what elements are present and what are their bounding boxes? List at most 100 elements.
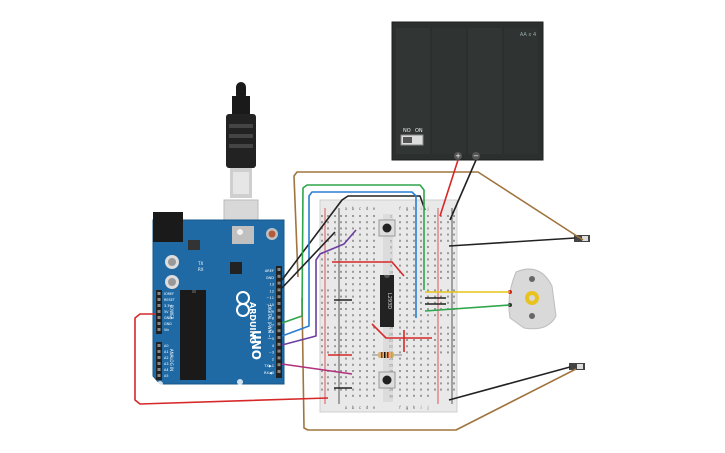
- rail-hole[interactable]: [453, 345, 455, 348]
- rail-hole[interactable]: [321, 345, 323, 348]
- rail-hole[interactable]: [327, 376, 329, 379]
- breadboard-hole[interactable]: [399, 295, 401, 298]
- digital-pin[interactable]: [277, 356, 281, 360]
- wire-black-switch-top[interactable]: [448, 237, 576, 247]
- breadboard-hole[interactable]: [359, 326, 361, 329]
- breadboard-hole[interactable]: [427, 221, 429, 224]
- breadboard-hole[interactable]: [366, 308, 368, 310]
- breadboard-hole[interactable]: [420, 246, 422, 248]
- digital-pin[interactable]: [277, 268, 281, 271]
- breadboard-hole[interactable]: [366, 289, 368, 292]
- battery-plus-terminal[interactable]: [454, 152, 462, 160]
- rail-hole[interactable]: [447, 388, 449, 391]
- breadboard-hole[interactable]: [420, 295, 422, 298]
- wire-red-jumper-mid[interactable]: [371, 323, 432, 339]
- breadboard-hole[interactable]: [345, 388, 347, 391]
- rail-hole[interactable]: [453, 277, 455, 279]
- rail-hole[interactable]: [334, 351, 336, 354]
- rail-hole[interactable]: [453, 221, 455, 224]
- breadboard-hole[interactable]: [373, 246, 375, 248]
- rail-hole[interactable]: [447, 233, 449, 236]
- power-pin[interactable]: [157, 316, 161, 319]
- breadboard-hole[interactable]: [373, 339, 375, 341]
- breadboard-hole[interactable]: [373, 258, 375, 261]
- digital-pin[interactable]: [277, 329, 281, 333]
- rail-hole[interactable]: [321, 339, 323, 341]
- breadboard-hole[interactable]: [345, 345, 347, 348]
- rail-hole[interactable]: [434, 270, 436, 273]
- digital-pin[interactable]: [277, 363, 281, 367]
- rail-hole[interactable]: [340, 388, 342, 391]
- power-pin[interactable]: [157, 298, 161, 301]
- breadboard-hole[interactable]: [427, 270, 429, 273]
- breadboard-hole[interactable]: [406, 370, 408, 372]
- rail-hole[interactable]: [447, 215, 449, 217]
- breadboard-hole[interactable]: [373, 239, 375, 242]
- rail-hole[interactable]: [321, 239, 323, 242]
- rail-hole[interactable]: [340, 239, 342, 242]
- breadboard-hole[interactable]: [420, 326, 422, 329]
- rail-hole[interactable]: [440, 215, 442, 217]
- rail-hole[interactable]: [453, 314, 455, 317]
- breadboard-hole[interactable]: [345, 246, 347, 248]
- breadboard-hole[interactable]: [420, 370, 422, 372]
- rail-hole[interactable]: [434, 363, 436, 366]
- breadboard-hole[interactable]: [359, 233, 361, 236]
- rail-hole[interactable]: [334, 388, 336, 391]
- breadboard-hole[interactable]: [413, 258, 415, 261]
- breadboard-hole[interactable]: [420, 345, 422, 348]
- wire-magenta-signal[interactable]: [281, 363, 353, 375]
- breadboard-hole[interactable]: [366, 314, 368, 317]
- rail-hole[interactable]: [434, 314, 436, 317]
- rail-hole[interactable]: [327, 215, 329, 217]
- breadboard-hole[interactable]: [420, 301, 422, 304]
- breadboard-hole[interactable]: [399, 314, 401, 317]
- breadboard-hole[interactable]: [366, 283, 368, 286]
- rail-hole[interactable]: [334, 270, 336, 273]
- breadboard-hole[interactable]: [406, 227, 408, 230]
- breadboard-hole[interactable]: [413, 351, 415, 354]
- breadboard-hole[interactable]: [366, 239, 368, 242]
- rail-hole[interactable]: [327, 308, 329, 310]
- breadboard-hole[interactable]: [359, 277, 361, 279]
- breadboard-hole[interactable]: [345, 357, 347, 360]
- breadboard-hole[interactable]: [352, 320, 354, 323]
- digital-pin[interactable]: [277, 274, 281, 278]
- rail-hole[interactable]: [453, 388, 455, 391]
- breadboard-hole[interactable]: [413, 308, 415, 310]
- breadboard-hole[interactable]: [366, 264, 368, 267]
- breadboard-hole[interactable]: [399, 252, 401, 255]
- rail-hole[interactable]: [327, 351, 329, 354]
- rail-hole[interactable]: [447, 363, 449, 366]
- breadboard-hole[interactable]: [373, 301, 375, 304]
- breadboard-hole[interactable]: [420, 351, 422, 354]
- rail-hole[interactable]: [321, 277, 323, 279]
- breadboard-hole[interactable]: [406, 289, 408, 292]
- rail-hole[interactable]: [434, 388, 436, 391]
- rail-hole[interactable]: [321, 351, 323, 354]
- rail-hole[interactable]: [340, 252, 342, 255]
- breadboard-hole[interactable]: [345, 215, 347, 217]
- breadboard-hole[interactable]: [406, 246, 408, 248]
- breadboard-hole[interactable]: [413, 388, 415, 391]
- breadboard-hole[interactable]: [413, 252, 415, 255]
- breadboard-hole[interactable]: [420, 308, 422, 310]
- breadboard-hole[interactable]: [366, 339, 368, 341]
- breadboard-hole[interactable]: [352, 295, 354, 298]
- breadboard-hole[interactable]: [427, 351, 429, 354]
- rail-hole[interactable]: [340, 382, 342, 385]
- breadboard-hole[interactable]: [413, 221, 415, 224]
- breadboard-hole[interactable]: [366, 252, 368, 255]
- breadboard-hole[interactable]: [359, 363, 361, 366]
- rail-hole[interactable]: [334, 258, 336, 261]
- rail-hole[interactable]: [434, 351, 436, 354]
- breadboard-hole[interactable]: [352, 326, 354, 329]
- breadboard-hole[interactable]: [366, 376, 368, 379]
- rail-hole[interactable]: [440, 388, 442, 391]
- breadboard-hole[interactable]: [373, 215, 375, 217]
- breadboard-hole[interactable]: [406, 320, 408, 323]
- rail-hole[interactable]: [321, 370, 323, 372]
- wire-blue-signal[interactable]: [281, 191, 417, 337]
- breadboard-hole[interactable]: [427, 264, 429, 267]
- rail-hole[interactable]: [447, 239, 449, 242]
